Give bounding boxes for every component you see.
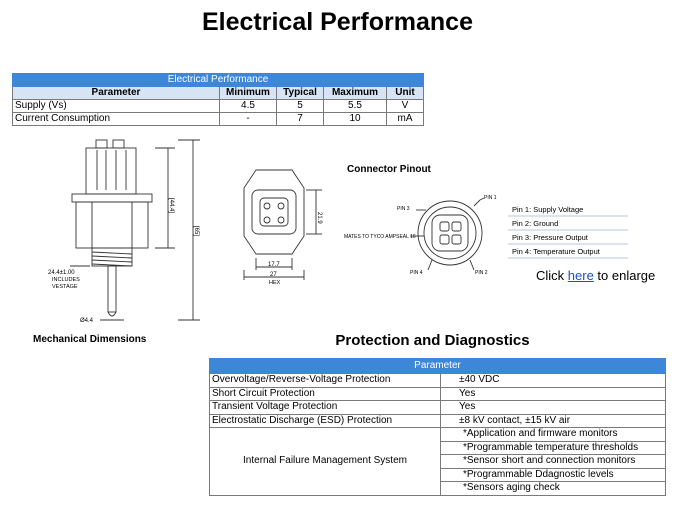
cell-param: Short Circuit Protection — [209, 386, 441, 401]
cell-typ: 7 — [276, 112, 324, 126]
pin-legend-4: Pin 4: Temperature Output — [512, 247, 601, 256]
cell-min: - — [219, 112, 277, 126]
pinout-ring — [417, 200, 483, 266]
table-row: *Sensor short and connection monitors — [210, 454, 666, 469]
cell-max: 5.5 — [323, 99, 387, 113]
dim-height-2: [65] — [193, 226, 199, 236]
cell-unit: V — [386, 99, 424, 113]
mechanical-drawing: [44.4] [65] 24.4±1.00 INCLUDES VESTAGE Ø… — [48, 139, 628, 324]
dim-width-2: 27 — [270, 272, 277, 278]
protection-table: Parameter Overvoltage/Reverse-Voltage Pr… — [209, 358, 666, 496]
table-row: *Programmable temperature thresholds — [210, 440, 666, 455]
hex-top-view — [243, 169, 305, 255]
cell-ifm-item: *Sensor short and connection monitors — [440, 454, 666, 469]
table-row: Internal Failure Management System *Appl… — [209, 427, 666, 496]
table-row: Current Consumption - 7 10 mA — [12, 112, 424, 126]
pin-2-tag: PIN 2 — [475, 270, 488, 276]
cell-min: 4.5 — [219, 99, 277, 113]
hex-body — [75, 201, 149, 249]
cell-param: Current Consumption — [12, 112, 220, 126]
dim-height-1: [44.4] — [168, 198, 174, 213]
pin-4-tag: PIN 4 — [410, 270, 423, 276]
col-header-maximum: Maximum — [323, 86, 387, 100]
table-row: Overvoltage/Reverse-Voltage Protection ±… — [209, 373, 666, 388]
mechanical-dimensions-label: Mechanical Dimensions — [33, 334, 147, 345]
cell-value: ±8 kV contact, ±15 kV air — [440, 413, 666, 428]
table-row: Short Circuit Protection Yes — [209, 386, 666, 401]
dim-thread-note-1: INCLUDES — [52, 277, 80, 283]
cell-param: Supply (Vs) — [12, 99, 220, 113]
table-caption: Electrical Performance — [12, 73, 424, 87]
page-title: Electrical Performance — [202, 8, 473, 36]
dim-hex: HEX — [269, 280, 281, 286]
pin-legend-3: Pin 3: Pressure Output — [512, 233, 589, 242]
pin-3-tag: PIN 3 — [397, 206, 410, 212]
col-header-parameter: Parameter — [12, 86, 220, 100]
cell-unit: mA — [386, 112, 424, 126]
cell-param: Overvoltage/Reverse-Voltage Protection — [209, 373, 441, 388]
col-header-minimum: Minimum — [219, 86, 277, 100]
mates-to-note: MATES TO TYCO AMPSEAL 16 — [344, 234, 416, 240]
dim-thread: 24.4±1.00 — [48, 270, 75, 276]
table-row: Transient Voltage Protection Yes — [209, 400, 666, 415]
pin-1-tag: PIN 1 — [484, 195, 497, 201]
connector-pinout-label: Connector Pinout — [347, 164, 431, 175]
cell-ifm-item: *Programmable temperature thresholds — [440, 440, 666, 455]
dim-side: 21.9 — [316, 212, 322, 224]
cell-ifm-label: Internal Failure Management System — [209, 427, 441, 496]
cell-value: Yes — [440, 400, 666, 415]
enlarge-suffix: to enlarge — [593, 268, 656, 283]
protection-title: Protection and Diagnostics — [335, 332, 530, 349]
cell-max: 10 — [323, 112, 387, 126]
table-row: Supply (Vs) 4.5 5 5.5 V — [12, 99, 424, 113]
dim-thread-note-2: VESTAGE — [52, 284, 78, 290]
cell-value: ±40 VDC — [440, 373, 666, 388]
table-row: Electrostatic Discharge (ESD) Protection… — [209, 413, 666, 428]
table-row: *Sensors aging check — [210, 481, 666, 496]
cell-param: Electrostatic Discharge (ESD) Protection — [209, 413, 441, 428]
pin-legend-2: Pin 2: Ground — [512, 219, 558, 228]
dim-width-1: 17.7 — [268, 262, 280, 268]
table-caption: Parameter — [209, 358, 666, 374]
cell-value: Yes — [440, 386, 666, 401]
cell-param: Transient Voltage Protection — [209, 400, 441, 415]
cell-typ: 5 — [276, 99, 324, 113]
cell-ifm-item: *Sensors aging check — [440, 481, 666, 496]
enlarge-prefix: Click — [536, 268, 568, 283]
electrical-performance-table: Electrical Performance Parameter Minimum… — [12, 73, 424, 126]
col-header-unit: Unit — [386, 86, 424, 100]
enlarge-link[interactable]: here — [567, 268, 594, 283]
cell-ifm-item: *Programmable Ddagnostic levels — [440, 467, 666, 482]
cell-ifm-item: *Application and firmware monitors — [440, 427, 666, 442]
enlarge-hint: Click here to enlarge — [536, 268, 655, 283]
dim-probe: Ø4.4 — [80, 318, 94, 324]
table-row: *Programmable Ddagnostic levels — [210, 467, 666, 482]
pin-legend-1: Pin 1: Supply Voltage — [512, 205, 583, 214]
col-header-typical: Typical — [276, 86, 324, 100]
connector-body — [85, 147, 137, 195]
